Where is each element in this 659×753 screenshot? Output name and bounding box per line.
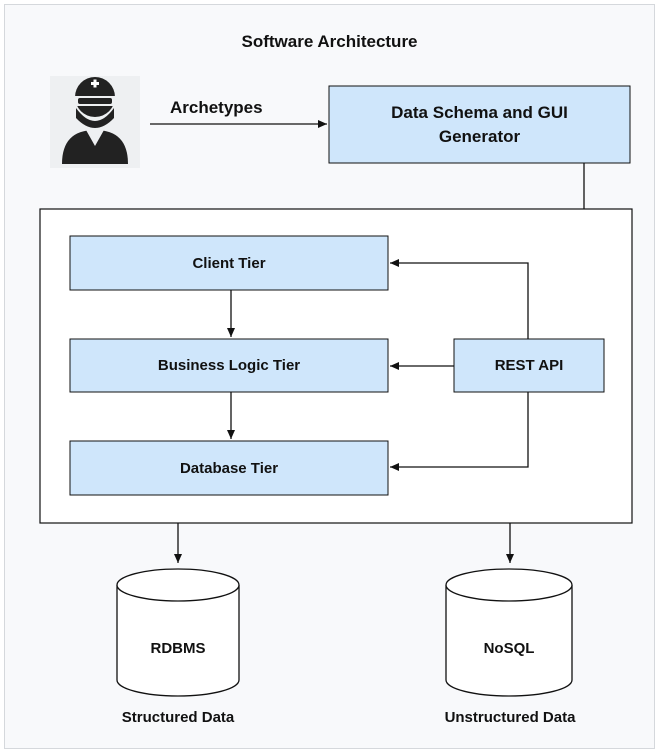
business-tier-box	[69, 338, 389, 393]
archetypes-label: Archetypes	[170, 98, 263, 117]
rdbms-cylinder	[116, 568, 240, 697]
structured-data-caption: Structured Data	[121, 709, 235, 726]
client-tier-box	[69, 235, 389, 291]
rest-api-box	[453, 338, 605, 393]
diagram-title: Software Architecture	[241, 32, 418, 51]
generator-box	[328, 85, 631, 164]
database-tier-box	[69, 440, 389, 496]
rest-to-client-arrow	[390, 259, 529, 339]
rest-to-database-arrow	[390, 392, 529, 471]
nosql-cylinder	[445, 568, 573, 697]
doctor-icon	[50, 76, 140, 168]
unstructured-data-caption: Unstructured Data	[444, 709, 576, 726]
